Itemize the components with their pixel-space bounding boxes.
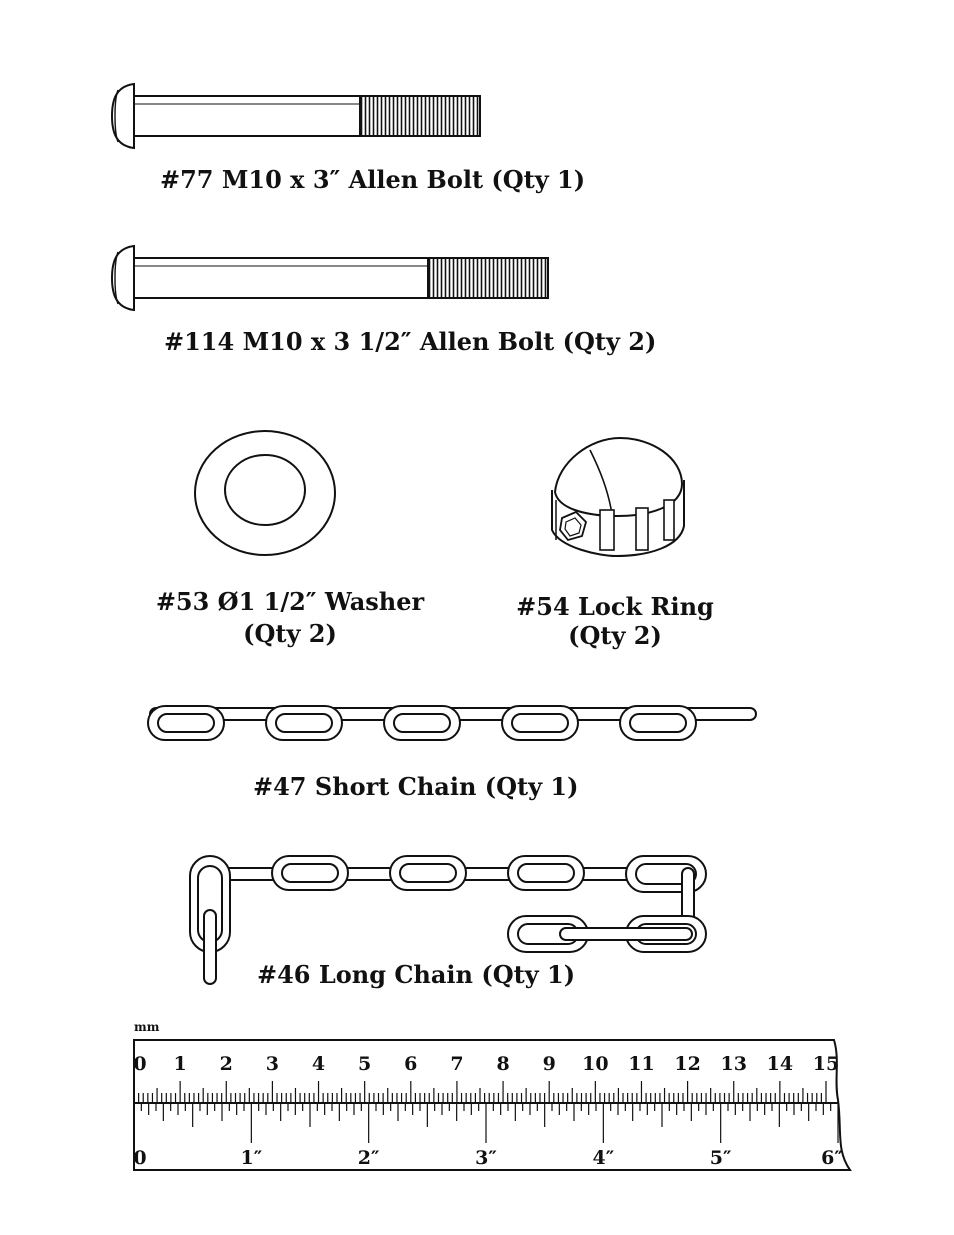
cm-label: 14 — [767, 1053, 793, 1075]
inch-label: 5″ — [710, 1147, 732, 1169]
short-chain-47-drawing — [147, 705, 757, 741]
bolt-77-drawing — [110, 82, 481, 150]
bolt-114-label: #114 M10 x 3 1/2″ Allen Bolt (Qty 2) — [164, 327, 657, 356]
inch-label: 6″ — [821, 1147, 843, 1169]
cm-label: 0 — [133, 1053, 146, 1075]
long-chain-46-label: #46 Long Chain (Qty 1) — [257, 960, 576, 989]
inch-label: 3″ — [475, 1147, 497, 1169]
short-chain-47-label: #47 Short Chain (Qty 1) — [253, 772, 579, 801]
cm-label: 8 — [496, 1053, 509, 1075]
cm-label: 6 — [404, 1053, 417, 1075]
cm-label: 13 — [721, 1053, 747, 1075]
ruler-inch-labels: 0 1″ 2″ 3″ 4″ 5″ 6″ — [133, 1147, 843, 1169]
lock-ring-54-label: #54 Lock Ring — [516, 592, 714, 621]
cm-label: 2 — [220, 1053, 233, 1075]
ruler-mm-label: mm — [134, 1020, 160, 1034]
ruler-inch-ticks — [133, 1103, 839, 1143]
inch-label: 1″ — [240, 1147, 262, 1169]
cm-label: 3 — [266, 1053, 279, 1075]
ruler-mm-ticks — [133, 1081, 827, 1103]
inch-label: 4″ — [592, 1147, 614, 1169]
cm-label: 15 — [813, 1053, 839, 1075]
cm-label: 1 — [174, 1053, 187, 1075]
cm-label: 10 — [582, 1053, 608, 1075]
lock-ring-54-qty: (Qty 2) — [568, 621, 662, 650]
cm-label: 11 — [628, 1053, 654, 1075]
washer-53-label: #53 Ø1 1/2″ Washer — [155, 587, 425, 616]
long-chain-46-drawing — [189, 855, 707, 985]
cm-label: 4 — [312, 1053, 325, 1075]
bolt-114-drawing — [110, 244, 549, 312]
washer-53-qty: (Qty 2) — [243, 619, 337, 648]
cm-label: 7 — [450, 1053, 463, 1075]
cm-label: 5 — [358, 1053, 371, 1075]
cm-label: 9 — [543, 1053, 556, 1075]
washer-53-drawing — [194, 430, 336, 556]
bolt-77-label: #77 M10 x 3″ Allen Bolt (Qty 1) — [160, 165, 586, 194]
inch-label: 0 — [133, 1147, 146, 1169]
inch-label: 2″ — [358, 1147, 380, 1169]
cm-label: 12 — [674, 1053, 700, 1075]
lock-ring-54-drawing — [551, 436, 685, 558]
